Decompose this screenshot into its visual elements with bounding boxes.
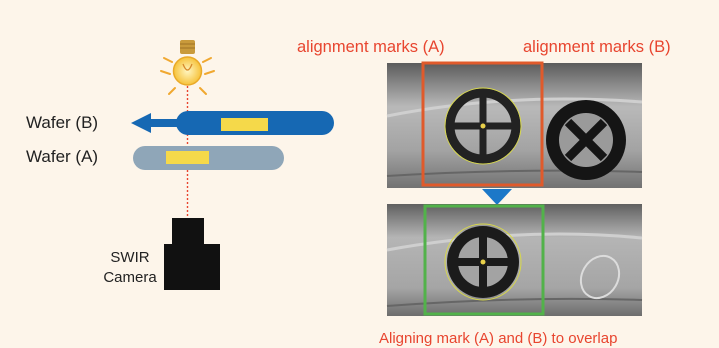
down-triangle-icon bbox=[482, 189, 512, 205]
mark-a-highlight-box bbox=[421, 61, 544, 187]
wafer-a bbox=[133, 146, 284, 170]
overlapped-marks-photo bbox=[444, 223, 522, 301]
marks-a-label: alignment marks (A) bbox=[297, 38, 445, 56]
camera-label-line1: SWIR bbox=[110, 249, 150, 266]
alignment-mark-b-photo bbox=[546, 100, 626, 180]
wafer-b bbox=[176, 111, 334, 135]
overlap-highlight-box bbox=[423, 204, 545, 316]
camera-label: SWIR Camera bbox=[96, 248, 164, 288]
left-arrow-icon bbox=[131, 113, 180, 133]
marks-b-label: alignment marks (B) bbox=[523, 38, 671, 56]
photo-after-alignment bbox=[386, 204, 643, 316]
photo-before-alignment bbox=[386, 61, 643, 188]
wafer-a-label: Wafer (A) bbox=[26, 147, 99, 166]
camera-label-line2: Camera bbox=[103, 269, 157, 286]
wafer-b-label: Wafer (B) bbox=[26, 113, 99, 132]
alignment-mark-a-photo bbox=[444, 87, 522, 165]
overlap-caption: Aligning mark (A) and (B) to overlap bbox=[379, 330, 618, 347]
light-bulb-icon bbox=[160, 40, 215, 95]
camera-icon bbox=[164, 218, 220, 290]
